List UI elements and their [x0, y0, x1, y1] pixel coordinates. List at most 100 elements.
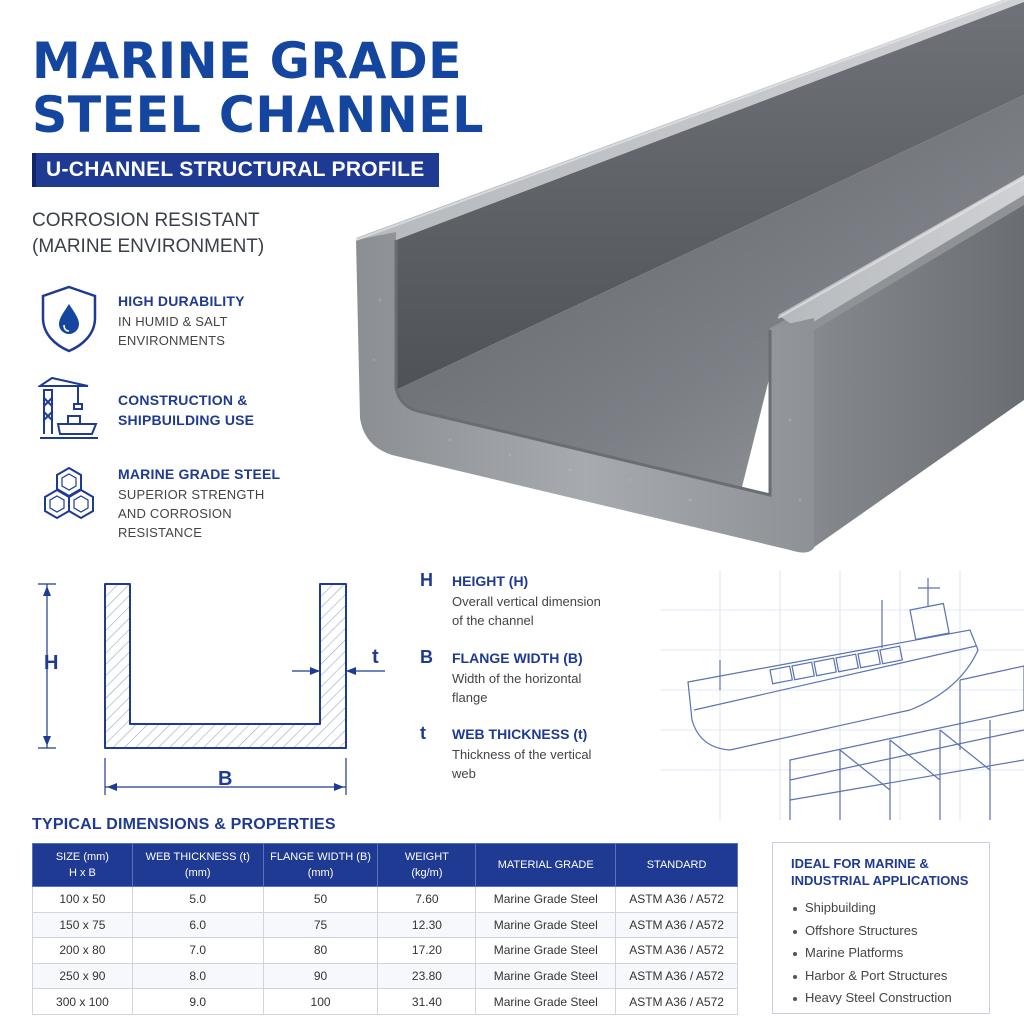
legend-height-desc-1: Overall vertical dimension — [452, 594, 601, 609]
legend-letter-t: t — [420, 723, 426, 743]
legend-web-desc: Thickness of the vertical web — [452, 745, 622, 783]
list-item: Offshore Structures — [791, 920, 971, 943]
applications-box: IDEAL FOR MARINE & INDUSTRIAL APPLICATIO… — [772, 842, 990, 1014]
feature-durability-desc: IN HUMID & SALT ENVIRONMENTS — [118, 312, 228, 350]
table-header-size-l1: SIZE (mm) — [55, 851, 109, 863]
list-item: Harbor & Port Structures — [791, 965, 971, 988]
table-cell: 150 x 75 — [32, 911, 133, 939]
table-cell: 6.0 — [131, 911, 264, 939]
legend-letter-h: H — [420, 570, 433, 590]
corrosion-heading: CORROSION RESISTANT (MARINE ENVIRONMENT) — [32, 208, 264, 260]
legend-height-desc: Overall vertical dimension of the channe… — [452, 592, 622, 630]
legend-height-desc-2: of the channel — [452, 613, 534, 628]
table-header-flange-l1: FLANGE WIDTH (B) — [270, 851, 371, 863]
ship-blueprint-illustration — [660, 570, 1024, 820]
feature-marine-grade-desc: SUPERIOR STRENGTH AND CORROSION RESISTAN… — [118, 485, 264, 542]
table-header-weight-l1: WEIGHT — [404, 851, 449, 863]
table-cell: 100 — [262, 988, 379, 1015]
table-cell: 50 — [262, 886, 379, 913]
table-header-size-l2: H x B — [68, 867, 96, 879]
table-cell: 17.20 — [377, 937, 477, 964]
applications-title: IDEAL FOR MARINE & INDUSTRIAL APPLICATIO… — [791, 855, 971, 889]
table-cell: 12.30 — [377, 911, 477, 939]
list-item: Shipbuilding — [791, 897, 971, 920]
feature-marine-grade-desc-2: AND CORROSION — [118, 506, 232, 521]
table-cell: ASTM A36 / A572 — [615, 937, 738, 964]
diagram-label-b: B — [218, 768, 233, 790]
table-title: TYPICAL DIMENSIONS & PROPERTIES — [32, 816, 336, 833]
corrosion-heading-line-1: CORROSION RESISTANT — [32, 210, 260, 231]
feature-durability-title: HIGH DURABILITY — [118, 293, 245, 309]
feature-marine-grade-desc-3: RESISTANCE — [118, 525, 203, 540]
table-header-material: MATERIAL GRADE — [475, 843, 617, 887]
page-title-line-2: STEEL CHANNEL — [32, 86, 484, 144]
legend-letter-b: B — [420, 647, 433, 667]
table-cell: 75 — [262, 911, 379, 939]
table-cell: 9.0 — [131, 988, 264, 1015]
legend-flange-desc: Width of the horizontal flange — [452, 669, 622, 707]
legend-web-title: WEB THICKNESS (t) — [452, 726, 588, 742]
feature-construction-title-2: SHIPBUILDING USE — [118, 412, 255, 428]
table-header-web-l1: WEB THICKNESS (t) — [145, 851, 250, 863]
table-cell: ASTM A36 / A572 — [615, 988, 738, 1015]
table-cell: ASTM A36 / A572 — [615, 911, 738, 939]
table-header-standard: STANDARD — [615, 843, 738, 887]
legend-flange-title: FLANGE WIDTH (B) — [452, 650, 583, 666]
table-header-weight: WEIGHT (kg/m) — [377, 843, 477, 887]
steel-channel-image — [355, 0, 1024, 553]
table-cell: 200 x 80 — [32, 937, 133, 964]
properties-table: SIZE (mm) H x B WEB THICKNESS (t) (mm) FLA… — [32, 843, 738, 1015]
table-cell: Marine Grade Steel — [475, 962, 617, 990]
table-cell: 90 — [262, 962, 379, 990]
legend-flange-desc-2: flange — [452, 690, 488, 705]
subtitle-banner: U-CHANNEL STRUCTURAL PROFILE — [32, 153, 439, 187]
legend-height-title: HEIGHT (H) — [452, 573, 529, 589]
list-item: Heavy Steel Construction — [791, 987, 971, 1010]
applications-list: Shipbuilding Offshore Structures Marine … — [791, 897, 971, 1010]
table-header-row: SIZE (mm) H x B WEB THICKNESS (t) (mm) FLA… — [32, 843, 738, 887]
table-cell: 80 — [262, 937, 379, 964]
feature-durability-desc-1: IN HUMID & SALT — [118, 314, 228, 329]
legend-web-desc-1: Thickness of the vertical — [452, 747, 592, 762]
legend-web-desc-2: web — [452, 766, 476, 781]
feature-durability-desc-2: ENVIRONMENTS — [118, 333, 226, 348]
table-header-material-l1: MATERIAL GRADE — [497, 859, 594, 871]
table-cell: 23.80 — [377, 962, 477, 990]
feature-construction-title: CONSTRUCTION & SHIPBUILDING USE — [118, 390, 254, 430]
page-title-line-1: MARINE GRADE — [32, 32, 463, 90]
legend-flange-desc-1: Width of the horizontal — [452, 671, 582, 686]
table-cell: 250 x 90 — [32, 962, 133, 990]
table-header-web-l2: (mm) — [184, 867, 211, 879]
table-cell: 31.40 — [377, 988, 477, 1015]
diagram-label-t: t — [372, 646, 379, 668]
table-cell: 7.0 — [131, 937, 264, 964]
water-drop-shield-icon — [41, 285, 97, 353]
crane-ship-icon — [38, 376, 98, 439]
table-cell: Marine Grade Steel — [475, 937, 617, 964]
applications-title-2: INDUSTRIAL APPLICATIONS — [791, 873, 969, 888]
table-header-weight-l2: (kg/m) — [411, 867, 443, 879]
hexagon-structure-icon — [44, 466, 94, 520]
table-cell: 100 x 50 — [32, 886, 133, 913]
table-header-standard-l1: STANDARD — [646, 859, 707, 871]
list-item: Marine Platforms — [791, 942, 971, 965]
table-cell: 8.0 — [131, 962, 264, 990]
table-cell: Marine Grade Steel — [475, 886, 617, 913]
cross-section-diagram — [38, 583, 385, 795]
table-cell: 5.0 — [131, 886, 264, 913]
table-cell: ASTM A36 / A572 — [615, 886, 738, 913]
feature-construction-title-1: CONSTRUCTION & — [118, 392, 248, 408]
table-cell: ASTM A36 / A572 — [615, 962, 738, 990]
diagram-label-h: H — [44, 652, 59, 674]
table-cell: Marine Grade Steel — [475, 988, 617, 1015]
applications-title-1: IDEAL FOR MARINE & — [791, 856, 929, 871]
feature-marine-grade-desc-1: SUPERIOR STRENGTH — [118, 487, 265, 502]
table-header-size: SIZE (mm) H x B — [32, 843, 133, 887]
table-header-flange-width: FLANGE WIDTH (B) (mm) — [262, 843, 379, 887]
table-header-flange-l2: (mm) — [307, 867, 334, 879]
